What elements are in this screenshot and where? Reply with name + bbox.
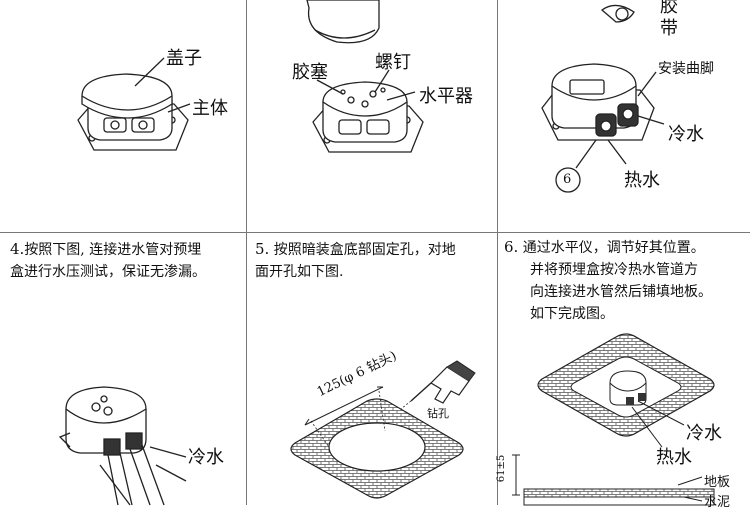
step-4-cell: 4.按照下图, 连接进水管对预埋 盒进行水压测试，保证无渗漏。 冷水 (0, 233, 246, 505)
step-5-cell: 5. 按照暗装盒底部固定孔，对地 面开孔如下图. (247, 233, 497, 505)
box-open-illustration (247, 0, 497, 232)
drill-label: 钻孔 (427, 407, 449, 420)
drill-layout-illustration (247, 233, 497, 505)
floor-label: 地板 (704, 475, 731, 490)
step-6-line1: 通过水平仪，调节好其位置。 (522, 240, 705, 256)
lid-label: 盖子 (166, 48, 202, 69)
callout-number: 6 (563, 172, 572, 187)
cement-label: 水泥 (704, 495, 731, 510)
step-6-hot-label: 热水 (656, 447, 692, 468)
row-divider (0, 232, 750, 233)
step-6-cell: 6. 通过水平仪，调节好其位置。 并将预埋盒按冷热水管道方 向连接进水管然后铺填… (496, 233, 750, 510)
step-6-cold-label: 冷水 (686, 423, 722, 444)
hot-water-label: 热水 (624, 170, 660, 191)
height-dimension-label: 61±5 (496, 454, 508, 483)
step-4-line1: 按照下图, 连接进水管对预埋 (24, 242, 202, 258)
screw-label: 螺钉 (375, 52, 411, 73)
step-5-number: 5. (255, 240, 270, 258)
step-6-line4: 如下完成图。 (530, 306, 614, 322)
cold-water-label: 冷水 (668, 124, 704, 145)
column-divider-1 (246, 0, 247, 505)
step-4-number: 4. (10, 240, 25, 258)
pressure-test-illustration (0, 233, 246, 505)
tape-label-1: 胶 (660, 0, 678, 17)
column-divider-2 (497, 0, 498, 505)
box-illustration (0, 0, 246, 232)
step-5-line2: 面开孔如下图. (255, 264, 344, 280)
step-6-line2: 并将预埋盒按冷热水管道方 (530, 262, 698, 278)
cell-plug-screw-level: 胶塞 螺钉 水平器 (247, 0, 497, 232)
plug-label: 胶塞 (292, 62, 328, 83)
step-5-line1: 按照暗装盒底部固定孔，对地 (273, 242, 456, 258)
step-4-line2: 盒进行水压测试，保证无渗漏。 (10, 264, 206, 280)
step-4-cold-label: 冷水 (188, 447, 224, 468)
body-label: 主体 (192, 98, 228, 119)
tape-label-2: 带 (660, 18, 678, 39)
box-elbow-illustration (498, 0, 750, 232)
step-6-line3: 向连接进水管然后铺填地板。 (530, 284, 712, 300)
level-label: 水平器 (419, 86, 473, 107)
cell-elbow-hot-cold: 胶 带 安装曲脚 冷水 热水 6 (498, 0, 750, 232)
cell-lid-body: 盖子 主体 (0, 0, 246, 232)
step-6-number: 6. (504, 238, 519, 256)
finished-install-illustration (512, 233, 750, 505)
elbow-label: 安装曲脚 (658, 61, 714, 77)
